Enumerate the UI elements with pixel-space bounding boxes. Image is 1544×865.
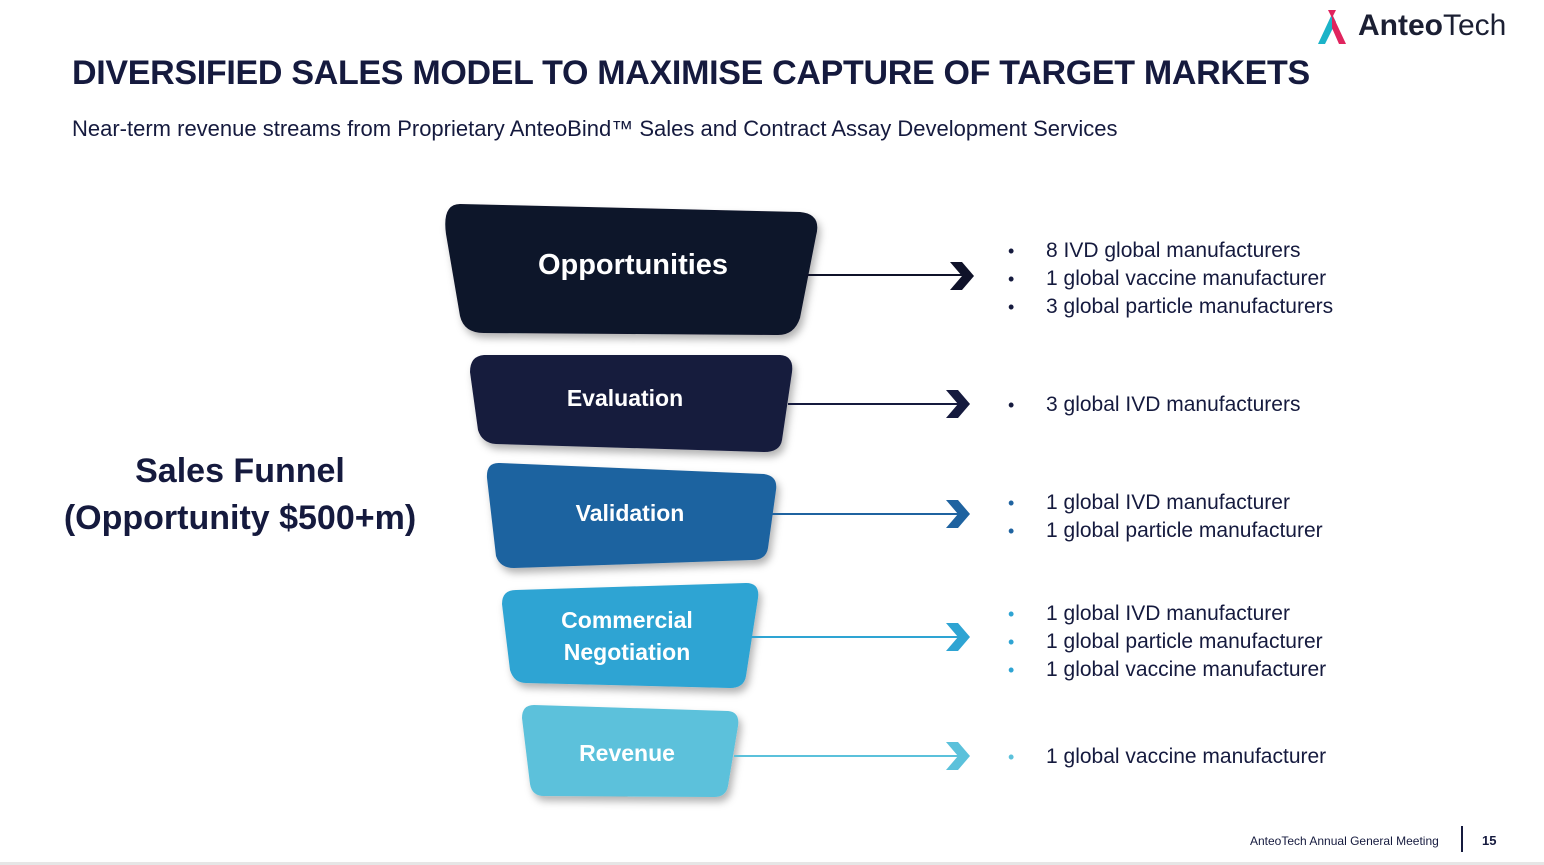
list-item: •8 IVD global manufacturers — [1008, 239, 1301, 262]
list-item: •3 global IVD manufacturers — [1008, 393, 1301, 416]
stage-commercial-negotiation-arrow-head — [946, 623, 970, 651]
logo-wordmark: AnteoTech — [1358, 9, 1507, 42]
stage-validation-shape — [486, 462, 777, 568]
stage-evaluation-label: Evaluation — [566, 384, 684, 411]
stage-revenue-list: •1 global vaccine manufacturer — [1006, 743, 1326, 771]
list-item: •1 global vaccine manufacturer — [1008, 267, 1327, 290]
list-item: •1 global particle manufacturer — [1008, 519, 1323, 542]
list-item: •1 global particle manufacturer — [1008, 630, 1323, 653]
stage-revenue-shape — [522, 705, 739, 797]
stage-commercial-negotiation-label: Commercial Negotiation — [505, 602, 749, 670]
footer-text: AnteoTech Annual General Meeting — [1250, 834, 1439, 848]
sales-funnel-label: Sales Funnel (Opportunity $500+m) — [40, 448, 440, 542]
stage-validation-arrow-head — [946, 500, 970, 528]
list-item: •1 global vaccine manufacturer — [1008, 745, 1327, 768]
sales-funnel-title: Sales Funnel — [135, 452, 345, 490]
list-item: •3 global particle manufacturers — [1008, 295, 1334, 318]
bottom-divider — [0, 862, 1544, 865]
stage-revenue-arrow-head — [946, 742, 970, 770]
footer-divider — [1461, 826, 1463, 852]
sales-funnel-opportunity: (Opportunity $500+m) — [63, 499, 417, 537]
list-item: •1 global IVD manufacturer — [1008, 491, 1290, 514]
stage-revenue-label: Revenue — [579, 739, 675, 766]
page-number: 15 — [1482, 833, 1497, 848]
stage-validation-label: Validation — [575, 499, 685, 526]
page-title: DIVERSIFIED SALES MODEL TO MAXIMISE CAPT… — [72, 54, 1310, 92]
stage-commercial-label-line2: Negotiation — [563, 639, 691, 665]
stage-evaluation-list: •3 global IVD manufacturers — [1006, 391, 1300, 419]
list-item: •1 global IVD manufacturer — [1008, 602, 1290, 625]
anteotech-logo-mark-icon — [1318, 10, 1346, 44]
stage-commercial-negotiation-list: •1 global IVD manufacturer •1 global par… — [1006, 600, 1326, 684]
page-subtitle: Near-term revenue streams from Proprieta… — [72, 116, 1118, 141]
stage-opportunities-label: Opportunities — [537, 248, 729, 281]
stage-evaluation-arrow-head — [946, 390, 970, 418]
stage-opportunities-list: •8 IVD global manufacturers •1 global va… — [1006, 237, 1333, 321]
stage-commercial-negotiation-shape — [502, 583, 759, 688]
list-item: •1 global vaccine manufacturer — [1008, 658, 1327, 681]
stage-commercial-label-line1: Commercial — [561, 607, 693, 633]
anteotech-logo: AnteoTech — [1314, 6, 1506, 46]
stage-opportunities-shape — [445, 204, 818, 336]
stage-validation-list: •1 global IVD manufacturer •1 global par… — [1006, 489, 1323, 545]
stage-opportunities-arrow-head — [950, 262, 974, 290]
stage-evaluation-shape — [470, 355, 793, 452]
